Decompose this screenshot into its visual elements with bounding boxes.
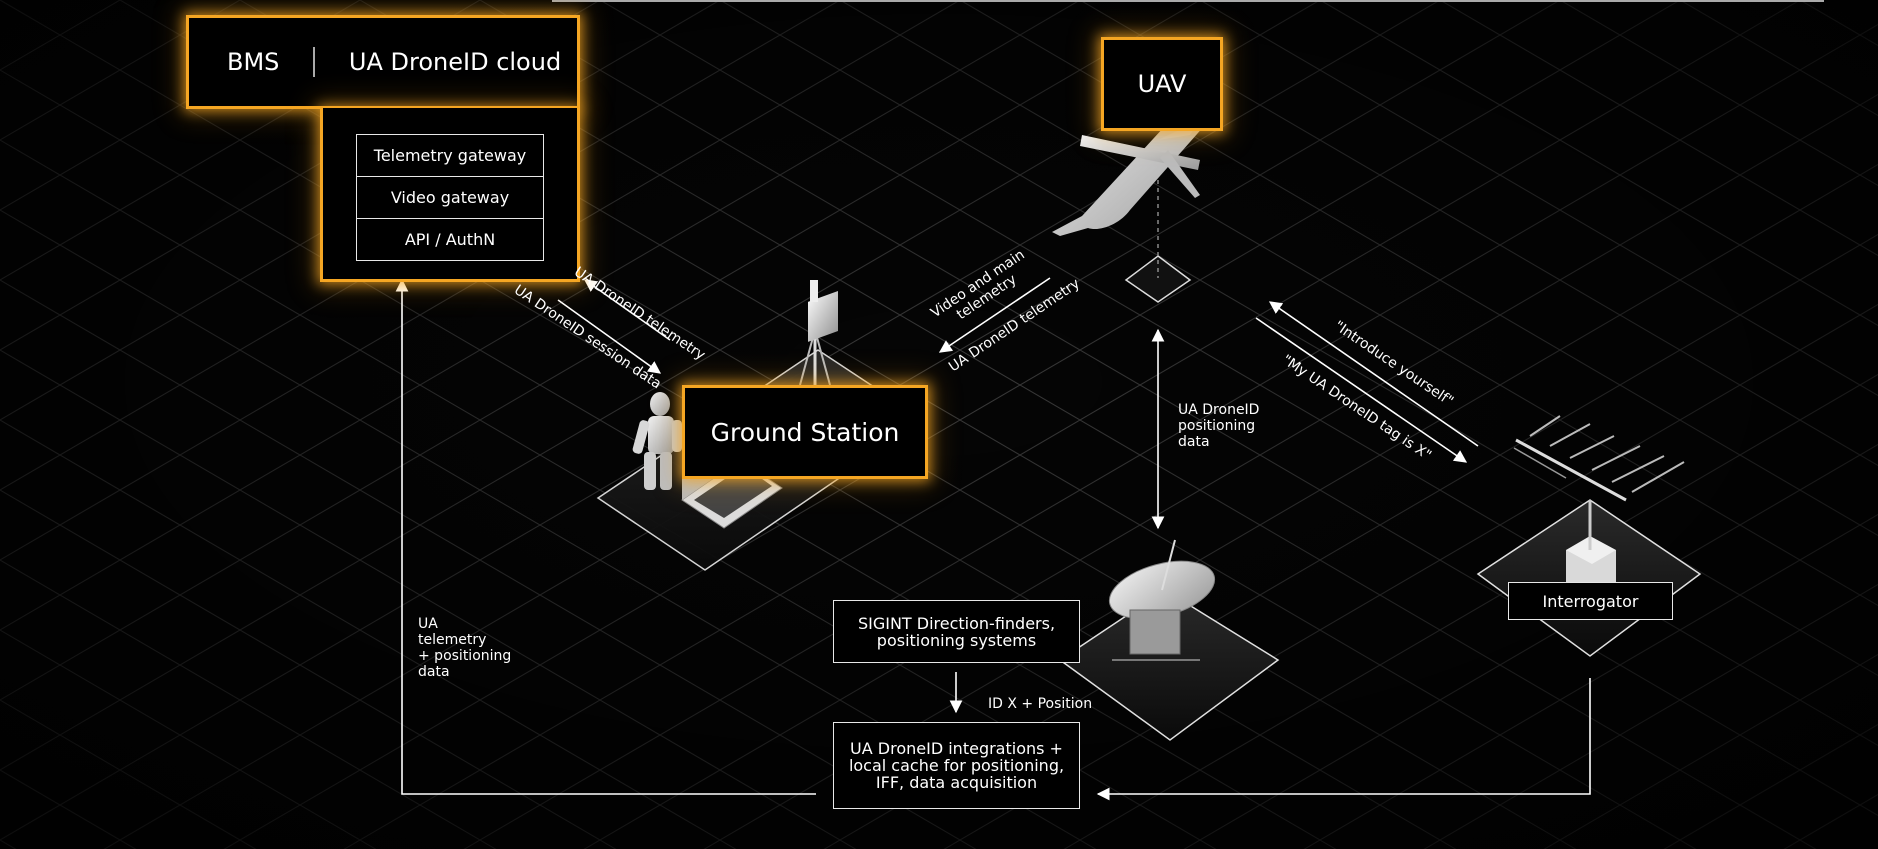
service-telemetry-gateway: Telemetry gateway — [356, 134, 544, 177]
arrow-integrations-cloud — [395, 278, 816, 795]
service-video-gateway: Video gateway — [356, 176, 544, 219]
uav-label: UAV — [1137, 70, 1187, 98]
arrow-interrogator-integrations — [1096, 678, 1591, 801]
sigint-label: SIGINT Direction-finders, positioning sy… — [857, 613, 1056, 650]
label-positioning: UA DroneID positioning data — [1178, 402, 1260, 450]
arrow-cloud-session — [557, 299, 662, 374]
uav-node: UAV — [1101, 37, 1223, 131]
arrow-cloud-telemetry — [583, 279, 671, 341]
interrogator-label: Interrogator — [1542, 591, 1639, 611]
sigint-node: SIGINT Direction-finders, positioning sy… — [833, 600, 1080, 663]
integrations-label: UA DroneID integrations + local cache fo… — [848, 739, 1065, 792]
label-id-position: ID X + Position — [988, 696, 1093, 712]
satellite-dish-icon — [1108, 539, 1216, 661]
header-divider — [313, 47, 315, 77]
label-ua-telemetry-positioning: UA telemetry + positioning data — [418, 616, 512, 680]
service-api-authn: API / AuthN — [356, 218, 544, 261]
arrow-introduce — [1268, 301, 1479, 447]
arrow-tag — [1255, 317, 1468, 463]
cloud-name: UA DroneID cloud — [348, 48, 562, 76]
arrow-uav-droneid-telemetry — [938, 277, 1051, 353]
uav-marker-platform — [1124, 140, 1192, 303]
antenna-mast-icon — [799, 280, 838, 386]
operator-figure-icon — [632, 392, 682, 490]
bms-label: BMS — [227, 48, 280, 76]
ground-station-label: Ground Station — [710, 417, 900, 447]
flow-arrows — [395, 277, 1591, 801]
bms-cloud-header: BMS UA DroneID cloud — [186, 15, 580, 109]
interrogator-node: Interrogator — [1508, 582, 1673, 620]
integrations-node: UA DroneID integrations + local cache fo… — [833, 722, 1080, 809]
ground-station-node: Ground Station — [682, 385, 928, 479]
